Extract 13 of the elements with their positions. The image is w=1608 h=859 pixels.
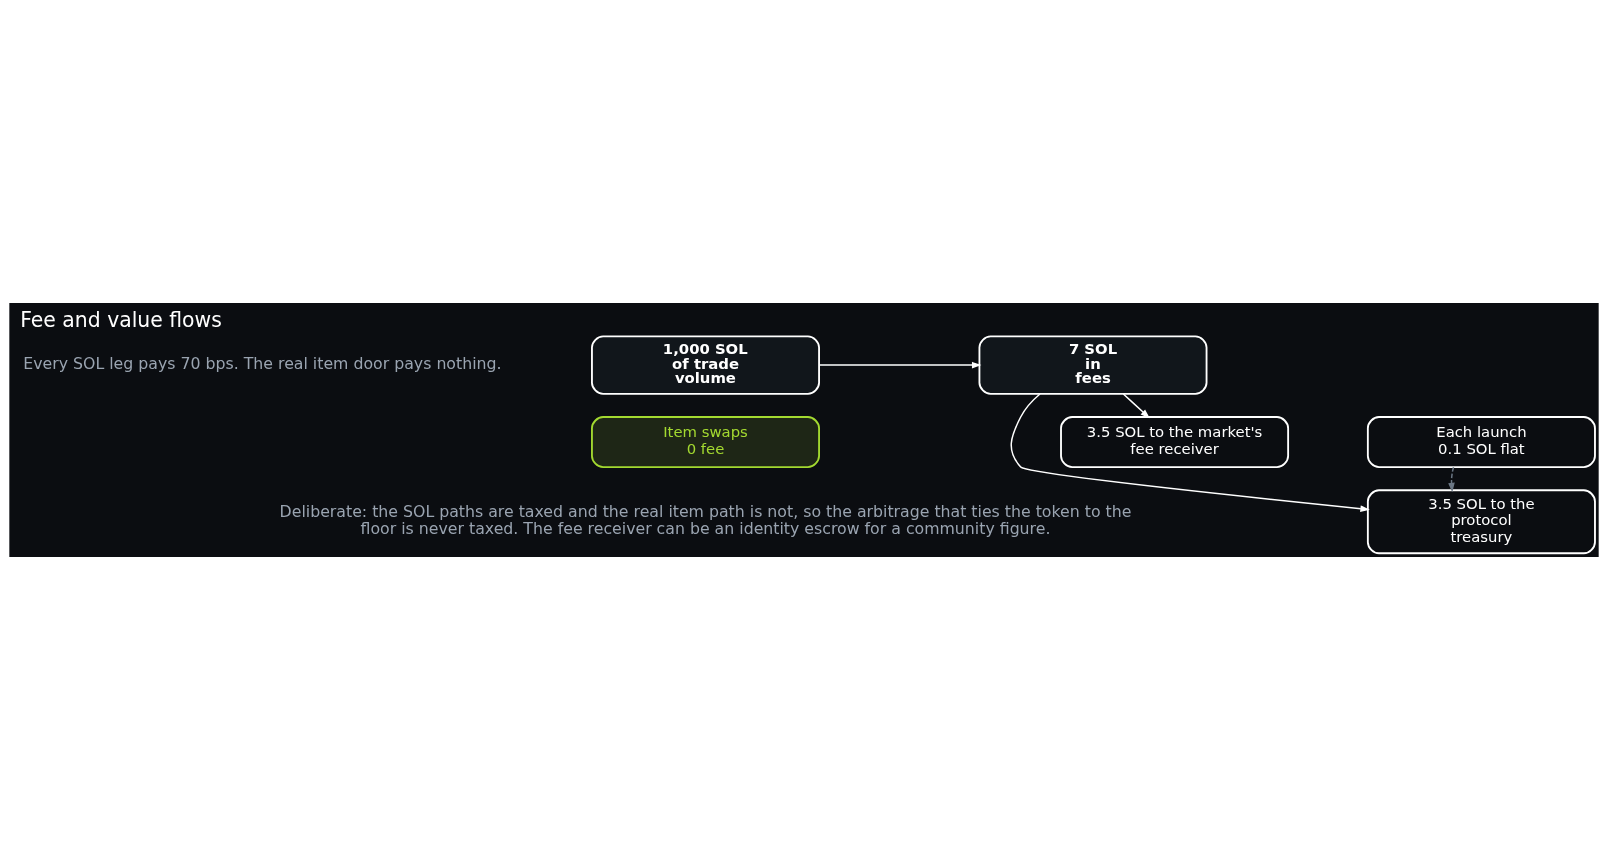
node-box: 3.5 SOL to the market's fee receiver xyxy=(1060,415,1290,468)
arrow xyxy=(1122,392,1150,418)
arrow xyxy=(1448,465,1455,492)
label: Every SOL leg pays 70 bps. The real item door pays nothing. xyxy=(23,353,502,373)
node-box: Each launch 0.1 SOL flat xyxy=(1366,415,1596,468)
node-box: Item swaps 0 fee xyxy=(591,415,820,468)
diagram-title: Fee and value flows xyxy=(20,307,222,332)
arrow xyxy=(1010,392,1370,512)
node-box: 1,000 SOL of trade volume xyxy=(591,334,820,395)
arrow xyxy=(818,361,982,368)
node-box: 7 SOL in fees xyxy=(978,334,1208,395)
node-box: 3.5 SOL to the protocol treasury xyxy=(1366,488,1596,554)
caption: Deliberate: the SOL paths are taxed and the real item path is not, so the arbitrage that ties the token to the floor is never taxed. The fee receiver can be an identity escrow for a community figure. xyxy=(279,501,1132,538)
